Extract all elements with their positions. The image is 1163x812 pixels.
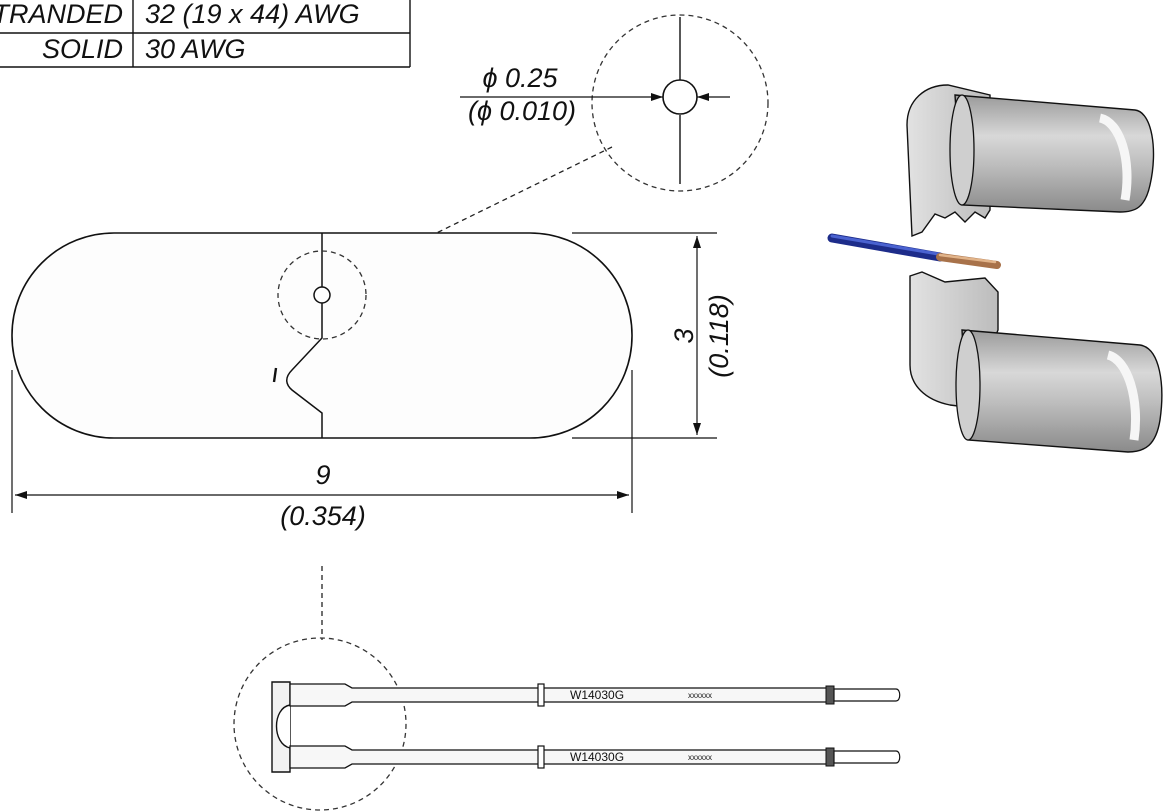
spec-label-solid: SOLID [42,34,123,64]
spec-table: STRANDED 32 (19 x 44) AWG SOLID 30 AWG [0,0,411,68]
lower-serial: xxxxxx [688,753,712,762]
wire-conductor [936,253,1001,269]
upper-code: W14030G [570,688,624,702]
tip-outline [11,232,633,439]
spec-label-stranded: STRANDED [0,0,123,29]
detail-view: ϕ 0.25 (ϕ 0.010) [460,14,769,192]
wire-insulation [827,233,945,262]
width-in: (0.354) [280,501,366,531]
height-in: (0.118) [704,294,734,378]
upper-shaft [289,683,829,707]
hole-diameter-mm: ϕ 0.25 [482,63,558,93]
upper-cylinder [954,94,1155,213]
lower-shaft [289,745,829,769]
width-dimension: 9 (0.354) [11,370,633,531]
upper-serial: xxxxxx [688,691,712,700]
tip-hole [313,286,331,304]
lower-code: W14030G [570,750,624,764]
width-mm: 9 [315,460,330,490]
hole-callout-circle [277,250,367,340]
hole-diameter-in: (ϕ 0.010) [468,96,576,126]
hole-detail [662,79,698,115]
spec-value-stranded: 32 (19 x 44) AWG [145,0,360,29]
height-mm: 3 [669,328,699,343]
height-dimension: 3 (0.118) [572,232,734,439]
cartridge-view: W14030G xxxxxx W14030G xxxxxx [233,637,901,811]
spec-value-solid: 30 AWG [145,34,246,64]
blade-slit [286,233,323,438]
tip-3d-render [827,84,1163,453]
cartridge-detail-circle [233,637,407,811]
